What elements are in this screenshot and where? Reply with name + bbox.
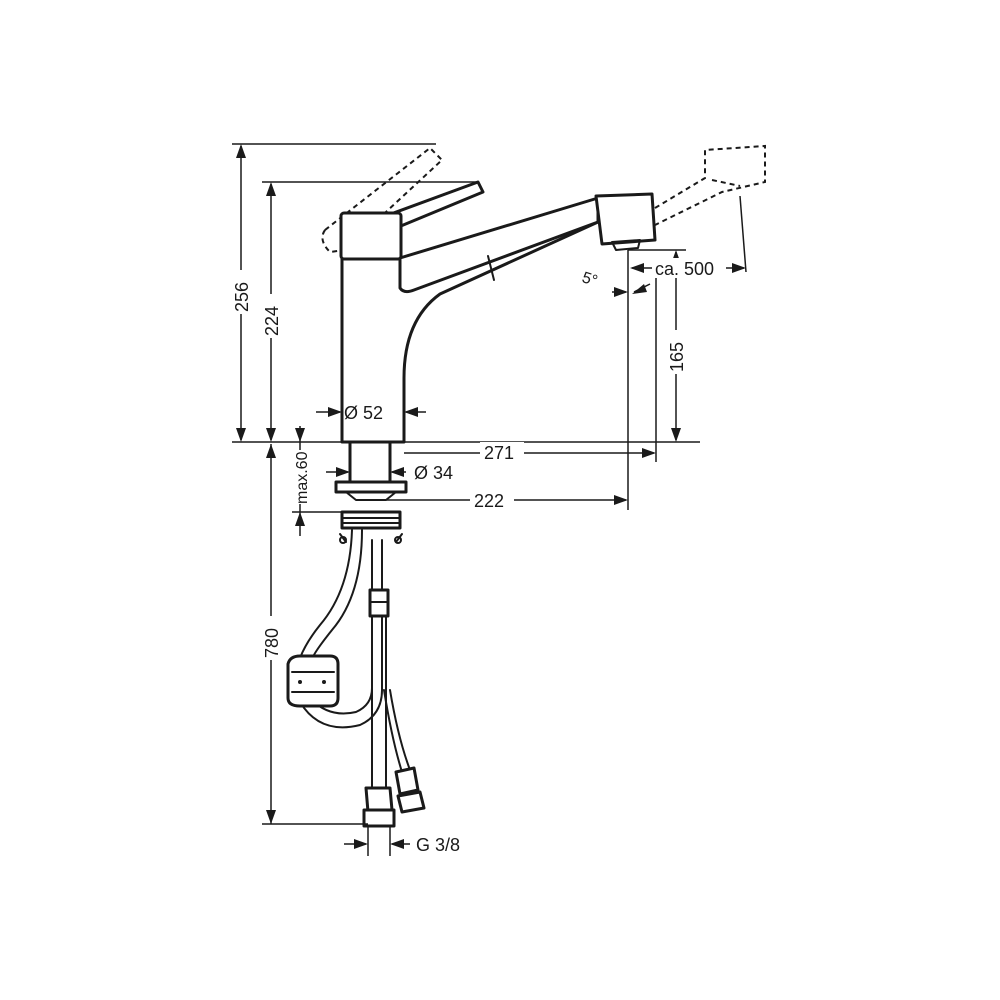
mounting-nut: [340, 510, 402, 530]
supply-line-hot: [383, 689, 411, 773]
dim-780: 780: [262, 628, 282, 658]
dim-diameter-52: Ø 52: [344, 403, 383, 423]
dim-ca-500: ca. 500: [655, 259, 714, 279]
dim-165: 165: [667, 342, 687, 372]
handle-cap: [339, 211, 403, 261]
spray-head: [594, 192, 657, 246]
shank: [348, 440, 392, 484]
dim-224: 224: [262, 306, 282, 336]
dim-diameter-34: Ø 34: [414, 463, 453, 483]
spray-head-extended-dashed: [654, 144, 766, 226]
dim-thread-g38: G 3/8: [416, 835, 460, 855]
dim-256: 256: [232, 282, 252, 312]
dim-222: 222: [474, 491, 504, 511]
dimension-labels: 256 224 780 max.60 165 Ø 52 Ø 34 271 222…: [228, 258, 726, 855]
fitting-left: [364, 786, 394, 814]
mounting-plate: [334, 480, 408, 494]
supply-line-cold: [371, 615, 387, 791]
lever-raised-dashed: [324, 146, 444, 251]
fitting-right: [394, 766, 420, 796]
dim-271: 271: [484, 443, 514, 463]
faucet-spout: [398, 196, 600, 294]
faucet-body: [286, 144, 766, 828]
dim-max60: max.60: [294, 451, 311, 504]
hose-weight: [286, 654, 340, 708]
dim-5-degrees: 5°: [580, 269, 600, 290]
